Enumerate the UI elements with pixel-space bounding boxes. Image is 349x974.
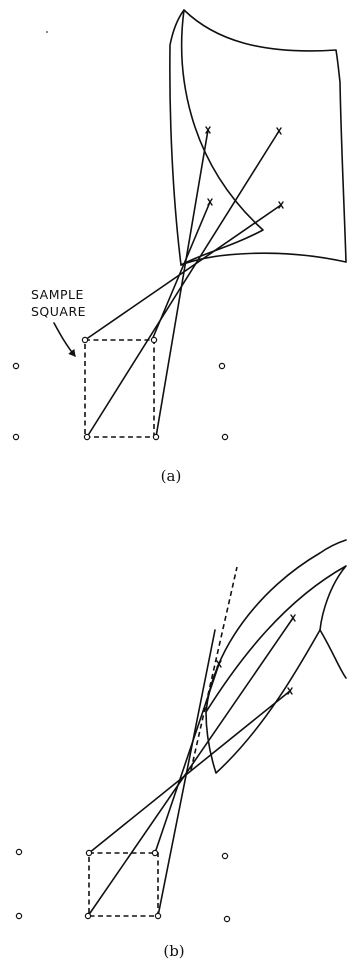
panel-b: (b) [15,539,347,960]
warped-footprint-a-bottom [180,252,347,266]
grid-point-b-3 [151,849,159,857]
grid-point-a-5 [12,433,20,441]
grid-point-b-2 [85,849,93,857]
grid-point-b-6 [84,912,92,920]
annotation-square: SQUARE [31,304,86,319]
annotation-arrow [53,322,76,357]
sample-square-b [88,852,159,917]
warped-footprint-b-left [205,539,347,713]
stray-speck [46,31,48,33]
x-mark-b-3 [287,687,293,695]
grid-point-a-1 [12,362,20,370]
ray-b-2 [154,663,220,854]
grid-point-b-7 [154,912,162,920]
caption-b: (b) [163,942,184,960]
grid-point-b-1 [15,848,23,856]
ray-a-4 [155,129,209,438]
grid-point-a-6 [83,433,91,441]
ray-a-1 [84,204,282,341]
warped-footprint-a-right [183,9,347,263]
ray-b-1 [88,690,291,854]
warped-footprint-b-right [319,629,347,679]
grid-point-a-4 [218,362,226,370]
grid-point-a-3 [150,336,158,344]
x-mark-a-1 [205,126,211,134]
grid-point-a-2 [81,336,89,344]
grid-point-a-8 [221,433,229,441]
caption-a: (a) [161,467,182,485]
grid-point-b-5 [15,912,23,920]
panel-a: SAMPLE SQUARE (a) [12,9,347,485]
grid-point-a-7 [152,433,160,441]
tangent-dashed-b [190,566,238,771]
sample-square-a [84,339,155,438]
x-mark-a-4 [278,201,284,209]
x-mark-a-3 [207,198,213,206]
ray-b-3 [87,617,294,917]
x-mark-b-2 [290,614,296,622]
grid-point-b-4 [221,852,229,860]
annotation-sample: SAMPLE [31,287,84,302]
x-mark-a-2 [276,127,282,135]
x-mark-b-1 [216,660,222,668]
grid-point-b-8 [223,915,231,923]
ray-b-4 [157,629,216,917]
ray-a-3 [86,130,280,438]
